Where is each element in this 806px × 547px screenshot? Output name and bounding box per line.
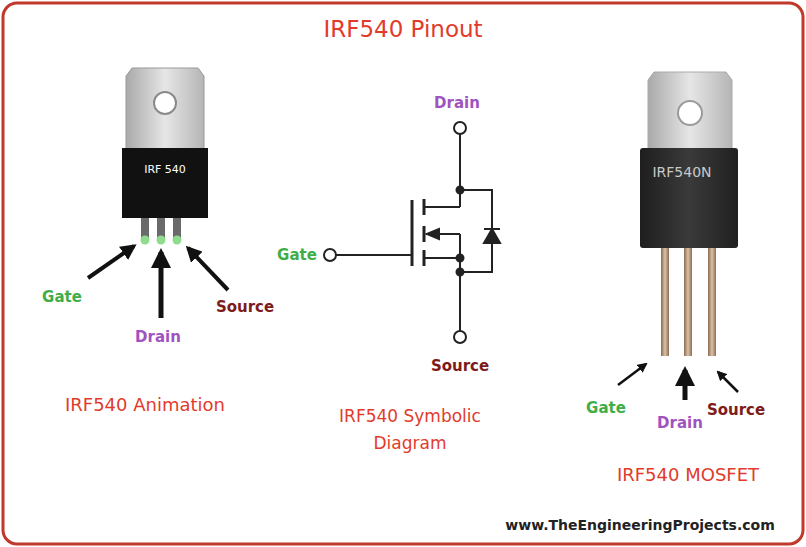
gate-plate xyxy=(411,200,414,266)
chip-body xyxy=(640,148,738,248)
pin-name: Drain xyxy=(657,414,703,432)
pin xyxy=(661,248,669,356)
chip-animation xyxy=(88,68,228,318)
figure-caption: IRF540 Symbolic Diagram xyxy=(321,403,499,457)
heatsink-tab xyxy=(126,68,204,152)
leader-arrow xyxy=(159,252,164,318)
terminal-name: Source xyxy=(431,357,489,375)
wire xyxy=(460,190,492,272)
chip-marking: IRF 540 xyxy=(144,163,186,176)
diode-bar xyxy=(484,228,500,230)
diode-symbol xyxy=(484,229,500,243)
heatsink-tab xyxy=(648,72,732,152)
terminal-name: Gate xyxy=(277,246,317,264)
wire xyxy=(459,134,461,207)
pin-name: Source xyxy=(216,298,274,316)
leader-arrow xyxy=(718,372,738,392)
figure-caption: IRF540 MOSFET xyxy=(617,464,759,486)
pin-name: Gate xyxy=(42,288,82,306)
figure-caption: IRF540 Animation xyxy=(65,394,225,416)
leader-arrow xyxy=(88,246,134,278)
pin xyxy=(708,248,716,356)
leader-arrow xyxy=(683,370,688,400)
pin-name: Gate xyxy=(586,399,626,417)
watermark: www.TheEngineeringProjects.com xyxy=(505,517,774,534)
channel-segment xyxy=(423,199,426,215)
junction-dot xyxy=(457,269,464,276)
body-arrow xyxy=(427,229,439,239)
pin-dot xyxy=(157,236,166,245)
terminal-circle xyxy=(454,331,466,343)
mosfet-symbol xyxy=(324,122,500,343)
wire xyxy=(459,234,461,331)
pin-dot xyxy=(173,236,182,245)
leader-arrow xyxy=(188,248,228,290)
leader-arrow xyxy=(618,364,646,385)
pin-name: Drain xyxy=(135,328,181,346)
wire xyxy=(424,206,460,208)
terminal-circle xyxy=(454,122,466,134)
chip-body xyxy=(122,148,208,218)
terminal-name: Drain xyxy=(434,94,480,112)
chip-marking: IRF540N xyxy=(652,164,711,181)
pin xyxy=(684,248,692,356)
mounting-hole xyxy=(678,101,702,125)
pin-dot xyxy=(141,236,150,245)
mosfet-photo xyxy=(618,72,738,400)
junction-dot xyxy=(457,187,464,194)
terminal-circle xyxy=(324,249,336,261)
pin-name: Source xyxy=(707,401,765,419)
mounting-hole xyxy=(154,92,176,114)
junction-dot xyxy=(457,255,464,262)
wire xyxy=(336,254,412,256)
diagram-title: IRF540 Pinout xyxy=(323,16,482,44)
frame-border xyxy=(3,3,803,544)
wire xyxy=(424,257,460,259)
